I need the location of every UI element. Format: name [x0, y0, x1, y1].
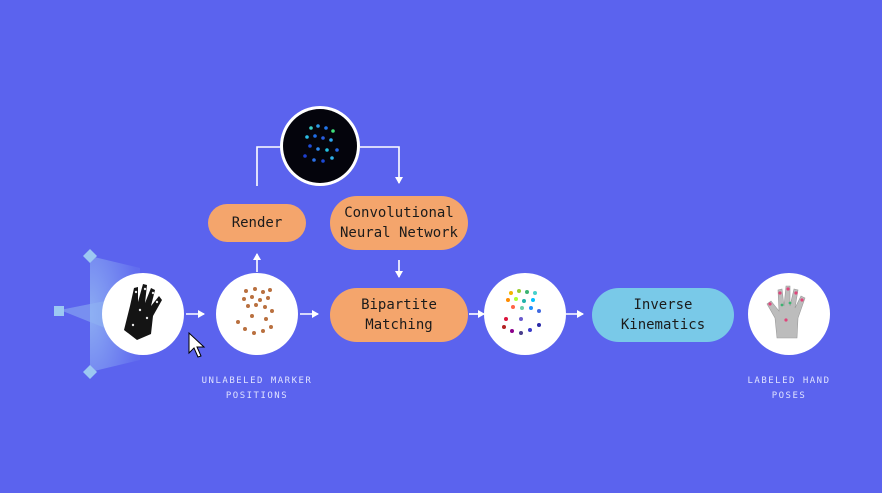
- cnn-node: Convolutional Neural Network: [330, 196, 468, 250]
- arrow-render-to-image: [256, 146, 280, 186]
- unlabeled-marker-caption: UNLABELED MARKER POSITIONS: [201, 376, 313, 401]
- labeled-hand-caption: LABELED HAND POSES: [747, 376, 831, 401]
- mouse-cursor-icon: [188, 331, 206, 358]
- marker-dots-icon: [216, 273, 298, 355]
- rendered-markers-icon: [280, 106, 360, 186]
- connector-arrows: [186, 146, 584, 318]
- glove-photo-icon: [102, 273, 184, 355]
- hand-skeleton-icon: [748, 273, 830, 355]
- colored-marker-dots-icon: [484, 273, 566, 355]
- arrow-image-to-cnn: [360, 146, 403, 184]
- inverse-kinematics-node: Inverse Kinematics: [592, 288, 734, 342]
- render-node: Render: [208, 204, 306, 242]
- bipartite-matching-node: Bipartite Matching: [330, 288, 468, 342]
